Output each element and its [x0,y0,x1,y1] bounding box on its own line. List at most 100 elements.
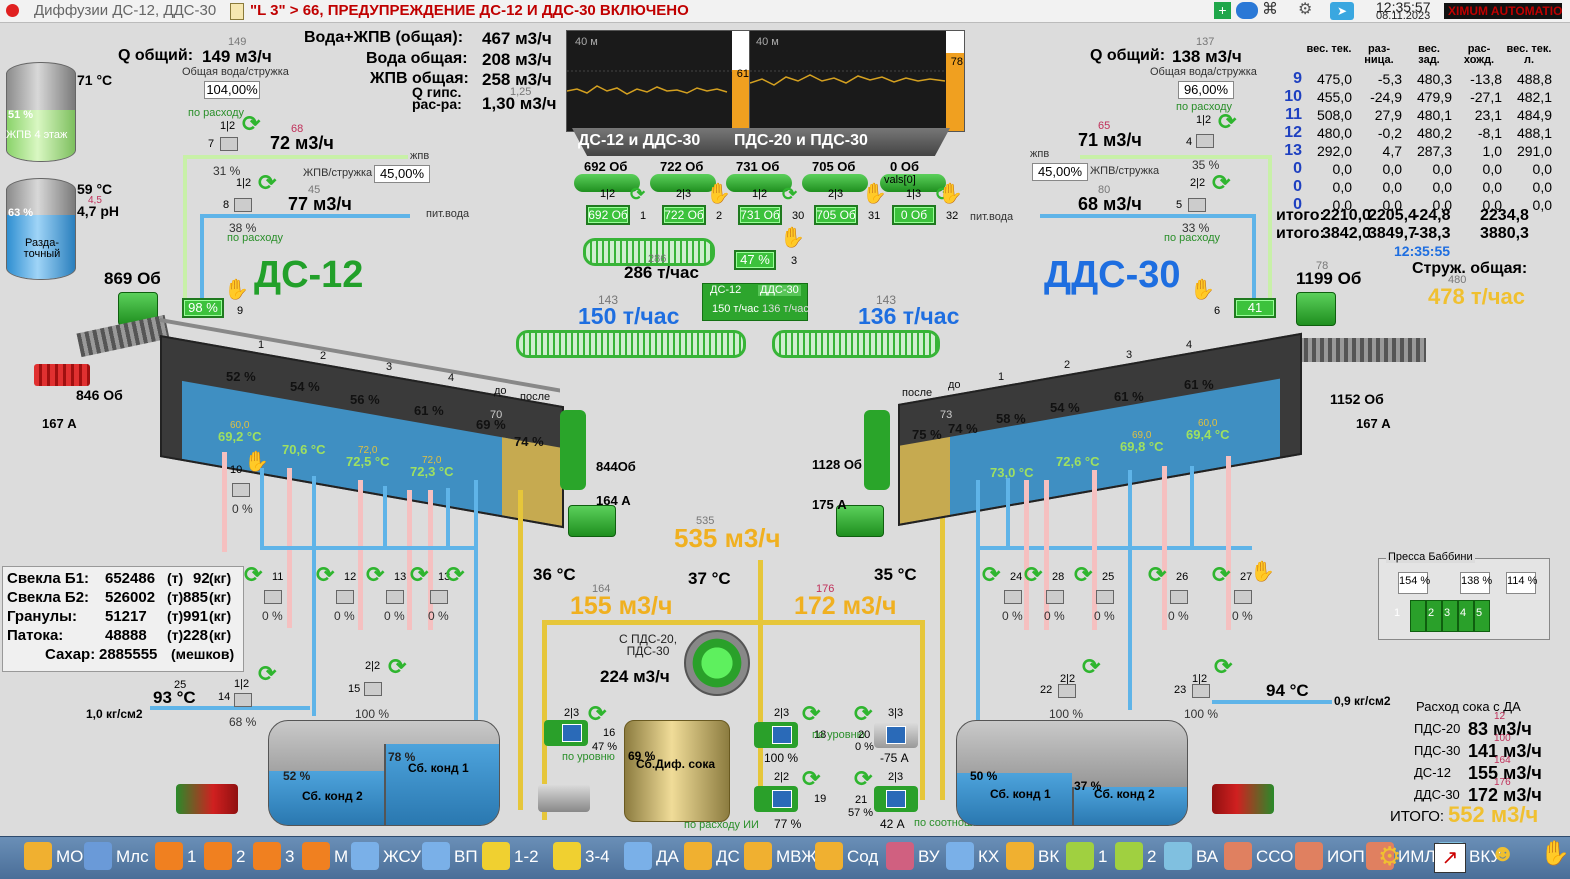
taskbar-app-icon[interactable] [1115,842,1143,870]
taskbar-app-icon[interactable] [684,842,712,870]
hopper-motor[interactable] [880,174,946,192]
right-drive-motor[interactable] [836,505,884,537]
hopper-motor[interactable] [574,174,640,192]
left-drive-motor[interactable] [568,505,616,537]
taskbar-item[interactable]: ДС [716,847,740,866]
valve-8[interactable] [234,198,252,212]
taskbar-item[interactable]: 2 [236,847,246,866]
taskbar-app-icon[interactable] [886,842,914,870]
valve-auto-icon[interactable]: ⟳ [1074,562,1093,587]
valve[interactable] [1004,590,1022,604]
taskbar-app-icon[interactable] [482,842,510,870]
v15-auto-icon[interactable]: ⟳ [388,654,407,679]
pump-18[interactable] [754,722,798,748]
left-feed-value[interactable]: 98 % [182,298,224,318]
pump-20[interactable] [874,722,918,748]
taskbar-app-icon[interactable] [1066,842,1094,870]
taskbar-item[interactable]: МВЖ [776,847,817,866]
taskbar-app-icon[interactable] [302,842,330,870]
taskbar-item[interactable]: ЖСУ [383,847,422,866]
valve[interactable] [1096,590,1114,604]
taskbar-app-icon[interactable] [253,842,281,870]
juice-tank[interactable] [624,720,730,822]
taskbar-app-icon[interactable] [155,842,183,870]
pump-19[interactable] [754,786,798,812]
v4-auto-icon[interactable]: ⟳ [1218,109,1237,134]
valve-auto-icon[interactable]: ⟳ [1148,562,1167,587]
tank-jpv[interactable] [6,62,76,162]
taskbar-app-icon[interactable] [1164,842,1192,870]
right-feed-value[interactable]: 41 [1234,298,1276,318]
taskbar-item[interactable]: 2 [1147,847,1157,866]
v7-auto-icon[interactable]: ⟳ [242,111,261,136]
taskbar-item[interactable]: ИМЛ [1398,847,1436,866]
taskbar-app-icon[interactable] [1006,842,1034,870]
taskbar-app-icon[interactable] [1295,842,1323,870]
left-screw-motor[interactable] [34,364,90,386]
p18-auto-icon[interactable]: ⟳ [802,701,821,726]
taskbar-item[interactable]: 3 [285,847,295,866]
chart-icon[interactable]: ↗ [1434,843,1466,873]
telegram-icon[interactable]: ➤ [1330,2,1354,20]
taskbar-item[interactable]: КХ [978,847,1000,866]
taskbar-app-icon[interactable] [351,842,379,870]
valve-7[interactable] [220,137,238,151]
taskbar-item[interactable]: М [334,847,349,866]
taskbar-item[interactable]: ВК [1038,847,1060,866]
taskbar-item[interactable]: ВА [1196,847,1219,866]
taskbar-item[interactable]: 1 [187,847,197,866]
valve[interactable] [430,590,448,604]
trend-panel-2[interactable]: 40 м 78 [749,30,965,132]
valve-auto-icon[interactable]: ⟳ [1212,562,1231,587]
p19-auto-icon[interactable]: ⟳ [802,766,821,791]
hopper-motor[interactable] [726,174,792,192]
p16-auto-icon[interactable]: ⟳ [588,701,607,726]
feeder-value[interactable]: 705 Об [814,205,858,225]
feeder-value[interactable]: 722 Об [662,205,706,225]
valve-auto-icon[interactable]: ⟳ [982,562,1001,587]
taskbar-app-icon[interactable] [1366,842,1394,870]
valve-auto-icon[interactable]: ⟳ [410,562,429,587]
press-cell[interactable] [1442,600,1458,632]
taskbar-item[interactable]: ВП [454,847,478,866]
valve-auto-icon[interactable]: ⟳ [244,562,263,587]
taskbar-app-icon[interactable] [553,842,581,870]
taskbar-item[interactable]: ВУ [918,847,940,866]
taskbar-app-icon[interactable] [946,842,974,870]
valve[interactable] [1234,590,1252,604]
taskbar-item[interactable]: Сод [847,847,879,866]
pump-16[interactable] [544,720,588,746]
network-icon[interactable]: ⌘ [1262,1,1278,18]
v23-auto-icon[interactable]: ⟳ [1214,654,1233,679]
press-cell[interactable] [1410,600,1426,632]
valve-22[interactable] [1058,684,1076,698]
settings-user-icon[interactable]: ⚙ [1298,1,1313,18]
centrifugal-pump[interactable] [684,630,750,696]
v5-auto-icon[interactable]: ⟳ [1212,170,1231,195]
taskbar-item[interactable]: 1 [1098,847,1108,866]
hopper-motor[interactable] [650,174,716,192]
pump-21[interactable] [874,786,918,812]
taskbar-item[interactable]: ИОП [1327,847,1365,866]
right-ratio-input[interactable]: 96,00% [1178,81,1234,99]
add-icon[interactable]: + [1214,2,1231,19]
valve[interactable] [1170,590,1188,604]
right-jpv-ratio[interactable]: 45,00% [1032,163,1088,181]
valve-auto-icon[interactable]: ⟳ [446,562,465,587]
taskbar-app-icon[interactable] [24,842,52,870]
taskbar-item[interactable]: 1-2 [514,847,539,866]
valve-auto-icon[interactable]: ⟳ [1024,562,1043,587]
valve[interactable] [264,590,282,604]
taskbar-item[interactable]: 3-4 [585,847,610,866]
feeder-value[interactable]: 0 Об [892,205,936,225]
hopper-motor[interactable] [802,174,868,192]
right-feed-hand-icon[interactable]: ✋ [1190,279,1215,301]
valve-4[interactable] [1196,134,1214,148]
valve[interactable] [336,590,354,604]
p21-auto-icon[interactable]: ⟳ [854,766,873,791]
left-ratio-input[interactable]: 104,00% [204,81,260,99]
feeder-value[interactable]: 692 Об [586,205,630,225]
taskbar-app-icon[interactable] [1224,842,1252,870]
v10-hand-icon[interactable]: ✋ [244,451,269,473]
taskbar-app-icon[interactable] [624,842,652,870]
